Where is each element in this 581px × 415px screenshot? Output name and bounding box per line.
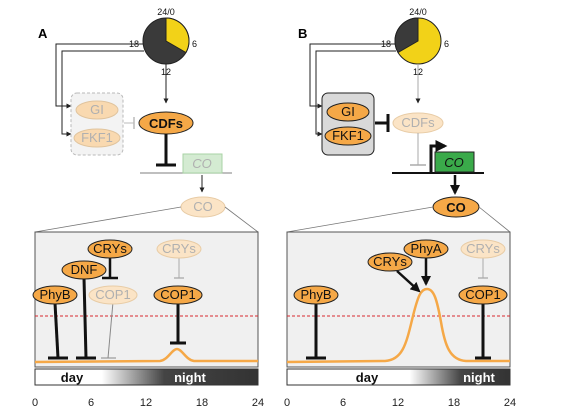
clock-light-sector (165, 17, 190, 54)
dnf-label: DNF (71, 262, 98, 277)
clock-label-right: 6 (444, 39, 449, 49)
co-protein-curve (286, 287, 510, 364)
clock: 24/0 18 6 12 (129, 7, 197, 77)
cop1-label: COP1 (465, 287, 500, 302)
co-protein-label: CO (446, 200, 466, 215)
night-label: night (463, 370, 495, 385)
clock-dark-sector (394, 17, 419, 54)
tick-label: 12 (140, 397, 152, 409)
tick-label: 24 (252, 397, 264, 409)
cop1-faint-label: COP1 (95, 287, 130, 302)
day-label: day (61, 370, 84, 385)
co-protein-curve (34, 347, 258, 364)
crys-faint-label: CRYs (466, 241, 500, 256)
phya-label: PhyA (410, 241, 441, 256)
phya-node (403, 239, 449, 259)
clock-label-right: 6 (192, 39, 197, 49)
clock-connectors (55, 43, 169, 137)
tick-label: 6 (88, 397, 94, 409)
co-gene-label: CO (192, 156, 212, 171)
gi-label: GI (341, 104, 355, 119)
cop1-node (153, 285, 203, 305)
co-protein-label: CO (193, 199, 213, 214)
fkf1-label: FKF1 (332, 128, 364, 143)
crys-faint-node (156, 239, 202, 259)
dnf-node (61, 260, 107, 280)
tick-label: 24 (504, 397, 516, 409)
clock-connectors (309, 43, 421, 137)
panel-b: B 24/0 18 6 12 GI FKF1 CDFs (284, 7, 516, 409)
day-night-bar (286, 368, 511, 386)
crys-label: CRYs (373, 254, 407, 269)
gi-node (75, 100, 119, 120)
fkf1-node (324, 126, 372, 146)
phyb-label: PhyB (300, 287, 331, 302)
tick-label: 12 (392, 397, 404, 409)
day-label: day (356, 370, 379, 385)
co-gene-box (434, 151, 475, 173)
panel-letter: A (38, 26, 48, 41)
co-gene-label: CO (444, 155, 464, 170)
cdfs-label: CDFs (401, 115, 435, 130)
co-gene-box (182, 153, 223, 174)
gi-node (326, 102, 370, 122)
cop1-label: COP1 (160, 287, 195, 302)
crys-faint-label: CRYs (162, 241, 196, 256)
day-night-bar (34, 368, 259, 386)
phyb-node (32, 285, 78, 305)
clock-label-top: 24/0 (409, 7, 427, 17)
crys-node (87, 239, 133, 259)
tick-label: 0 (32, 397, 38, 409)
panel-letter: B (298, 26, 307, 41)
transcription-arrow (429, 140, 448, 173)
tick-label: 18 (196, 397, 208, 409)
crys-node (367, 252, 413, 272)
tick-label: 0 (284, 397, 290, 409)
night-label: night (174, 370, 206, 385)
cop1-node (458, 285, 508, 305)
clock: 24/0 18 6 12 (381, 7, 449, 77)
fkf1-node (73, 128, 121, 148)
time-axis: 0 6 12 18 24 (32, 397, 264, 409)
gi-fkf1-group (321, 92, 375, 156)
panel-a: A 24/0 18 6 12 GI FKF1 CDFs (32, 7, 264, 409)
tick-label: 18 (448, 397, 460, 409)
cdfs-label: CDFs (149, 116, 183, 131)
time-axis: 0 6 12 18 24 (284, 397, 516, 409)
crys-faint-node (460, 239, 506, 259)
crys-activation-arrow (396, 270, 421, 293)
fkf1-label: FKF1 (81, 130, 113, 145)
clock-label-top: 24/0 (157, 7, 175, 17)
gi-label: GI (90, 102, 104, 117)
crys-label: CRYs (93, 241, 127, 256)
phyb-node (293, 285, 339, 305)
tick-label: 6 (340, 397, 346, 409)
phyb-label: PhyB (39, 287, 70, 302)
cop1-faint-node (88, 285, 138, 305)
